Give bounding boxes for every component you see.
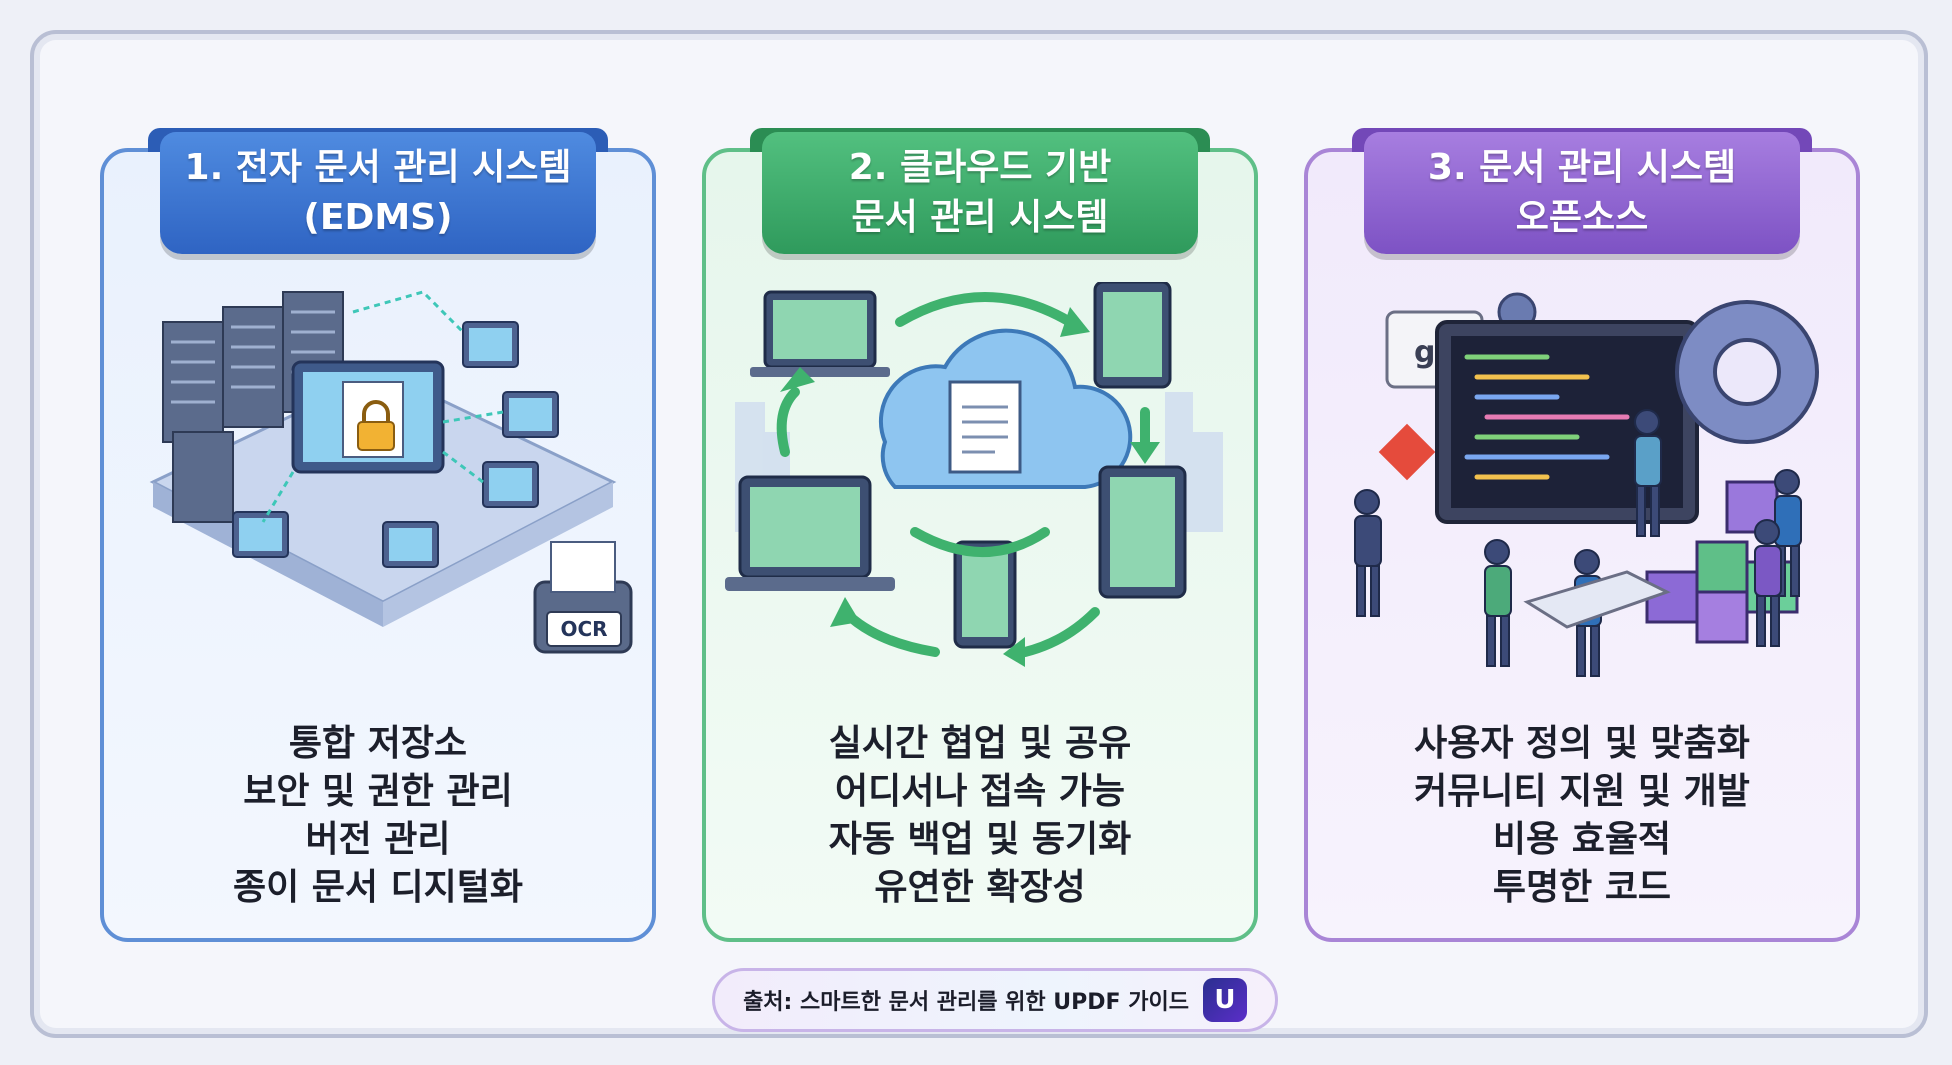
panel-title-opensource: 3. 문서 관리 시스템 오픈소스 — [1364, 132, 1800, 254]
panel-title-line2: 문서 관리 시스템 — [851, 197, 1109, 238]
feature-item: 투명한 코드 — [1492, 867, 1672, 908]
source-citation: 출처: 스마트한 문서 관리를 위한 UPDF 가이드 U — [712, 968, 1278, 1032]
feature-item: 어디서나 접속 가능 — [834, 771, 1126, 812]
feature-item: 비용 효율적 — [1492, 819, 1672, 860]
panel-title-line2: (EDMS) — [303, 197, 453, 238]
feature-item: 통합 저장소 — [288, 723, 468, 764]
feature-item: 보안 및 권한 관리 — [243, 771, 513, 812]
feature-list-cloud: 실시간 협업 및 공유 어디서나 접속 가능 자동 백업 및 동기화 유연한 확… — [702, 720, 1258, 912]
opensource-illustration: git — [1354, 292, 1819, 677]
feature-item: 버전 관리 — [305, 819, 451, 860]
feature-item: 커뮤니티 지원 및 개발 — [1414, 771, 1750, 812]
panel-title-line1: 3. 문서 관리 시스템 — [1427, 147, 1737, 188]
panel-title-line1: 1. 전자 문서 관리 시스템 — [184, 147, 572, 188]
feature-item: 사용자 정의 및 맞춤화 — [1414, 723, 1750, 764]
updf-logo-icon: U — [1202, 978, 1247, 1022]
feature-item: 자동 백업 및 동기화 — [828, 819, 1132, 860]
panel-title-edms: 1. 전자 문서 관리 시스템 (EDMS) — [160, 132, 596, 254]
feature-item: 종이 문서 디지털화 — [232, 867, 524, 908]
panel-title-line2: 오픈소스 — [1515, 197, 1649, 238]
panel-title-line1: 2. 클라우드 기반 — [848, 147, 1112, 188]
feature-item: 유연한 확장성 — [874, 867, 1086, 908]
feature-list-edms: 통합 저장소 보안 및 권한 관리 버전 관리 종이 문서 디지털화 — [100, 720, 656, 912]
feature-item: 실시간 협업 및 공유 — [828, 723, 1132, 764]
source-text: 출처: 스마트한 문서 관리를 위한 UPDF 가이드 — [743, 990, 1189, 1015]
ocr-label: OCR — [560, 617, 607, 641]
feature-list-opensource: 사용자 정의 및 맞춤화 커뮤니티 지원 및 개발 비용 효율적 투명한 코드 — [1304, 720, 1860, 912]
edms-server-illustration: OCR — [149, 290, 633, 654]
cloud-sync-illustration — [725, 282, 1223, 667]
panel-title-cloud: 2. 클라우드 기반 문서 관리 시스템 — [762, 132, 1198, 254]
